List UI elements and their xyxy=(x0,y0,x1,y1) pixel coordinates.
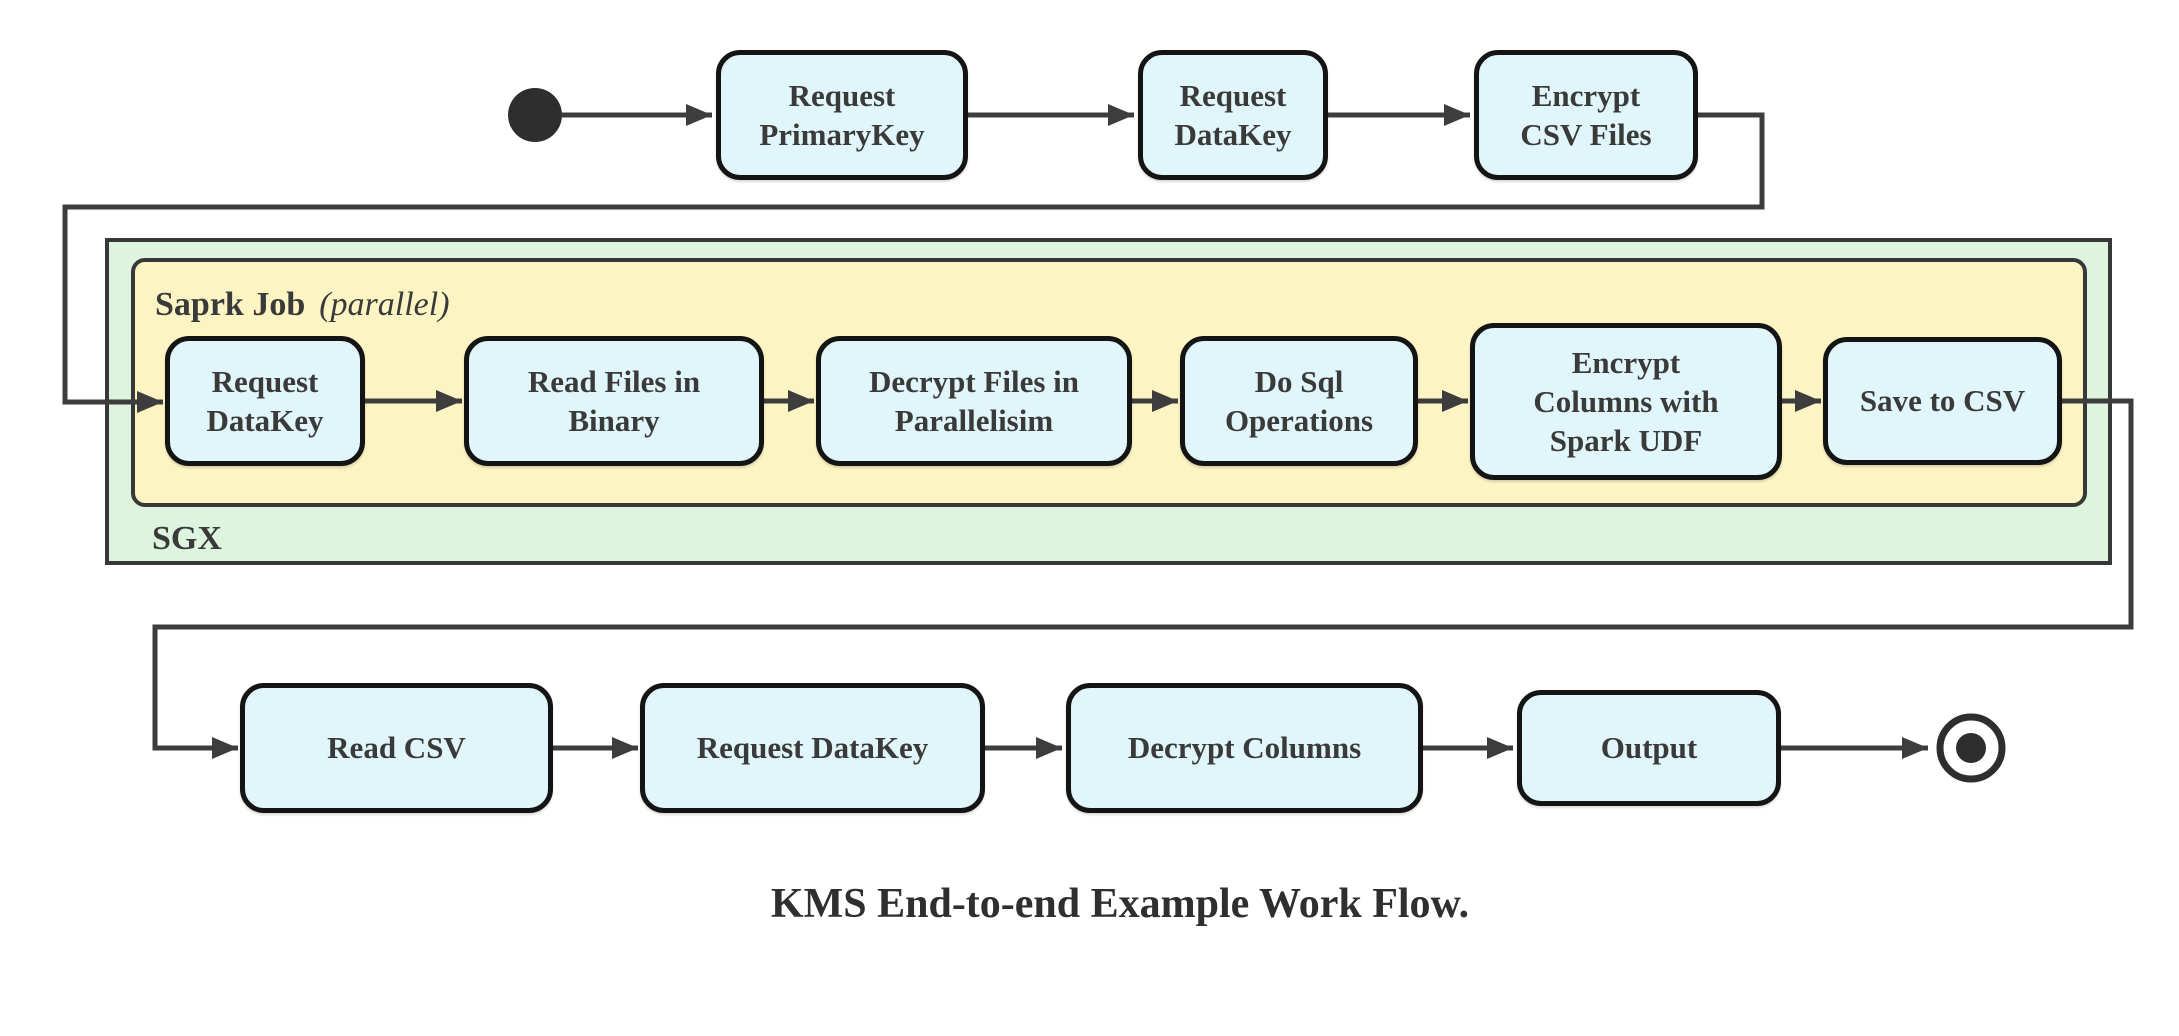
sgx-group-label: SGX xyxy=(152,520,222,558)
node-encrypt-columns-with-spark-udf: Encrypt Columns with Spark UDF xyxy=(1470,323,1782,480)
spark-job-label-text: Saprk Job xyxy=(155,286,306,323)
node-save-to-csv: Save to CSV xyxy=(1823,337,2062,465)
node-output: Output xyxy=(1517,690,1781,806)
node-read-files-in-binary: Read Files in Binary xyxy=(464,336,764,466)
node-decrypt-columns: Decrypt Columns xyxy=(1066,683,1423,813)
diagram-caption: KMS End-to-end Example Work Flow. xyxy=(770,881,1470,927)
edge-save-csv-to-read-csv xyxy=(152,398,2134,759)
spark-job-parallel-qualifier: (parallel) xyxy=(319,286,450,323)
node-request-datakey-bottom: Request DataKey xyxy=(640,683,985,813)
node-read-csv: Read CSV xyxy=(240,683,553,813)
start-state-node xyxy=(508,88,562,142)
spark-job-group-label: Saprk Job (parallel) xyxy=(155,286,450,324)
end-state-node xyxy=(1936,713,2006,783)
edge-encrypt-csv-to-sgx-request-datakey xyxy=(62,112,1765,413)
node-decrypt-files-in-parallelisim: Decrypt Files in Parallelisim xyxy=(816,336,1132,466)
node-request-datakey-top: Request DataKey xyxy=(1138,50,1328,180)
sgx-label-text: SGX xyxy=(152,520,222,557)
node-request-primarykey: Request PrimaryKey xyxy=(716,50,968,180)
node-encrypt-csv-files: Encrypt CSV Files xyxy=(1474,50,1698,180)
node-sgx-request-datakey: Request DataKey xyxy=(165,336,365,466)
node-do-sql-operations: Do Sql Operations xyxy=(1180,336,1418,466)
